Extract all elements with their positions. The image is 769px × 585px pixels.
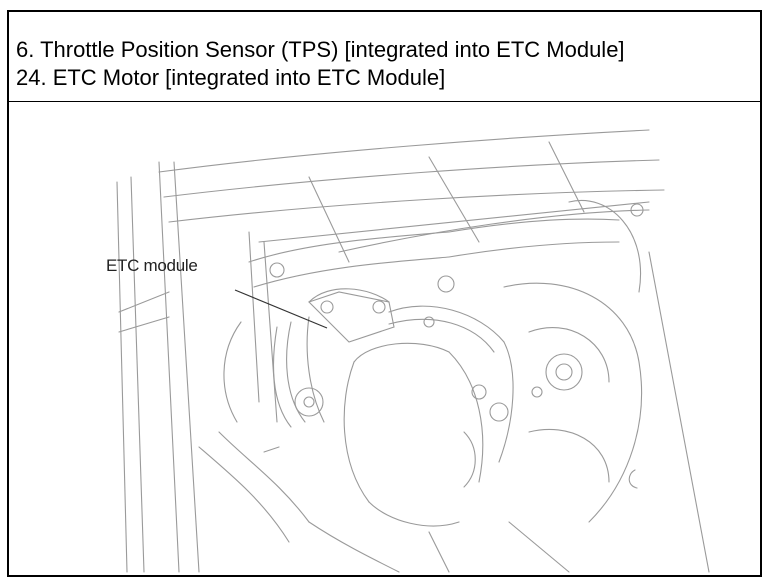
callout-leader-line [234, 289, 328, 329]
figure-frame: 6. Throttle Position Sensor (TPS) [integ… [7, 10, 762, 577]
caption-line-etc-motor: 24. ETC Motor [integrated into ETC Modul… [16, 65, 446, 90]
line-drawing [116, 129, 710, 573]
engine-bay-illustration [9, 102, 760, 575]
etc-module-callout: ETC module [106, 256, 198, 275]
caption-line-tps: 6. Throttle Position Sensor (TPS) [integ… [16, 37, 625, 62]
caption-header: 6. Throttle Position Sensor (TPS) [integ… [9, 12, 760, 102]
